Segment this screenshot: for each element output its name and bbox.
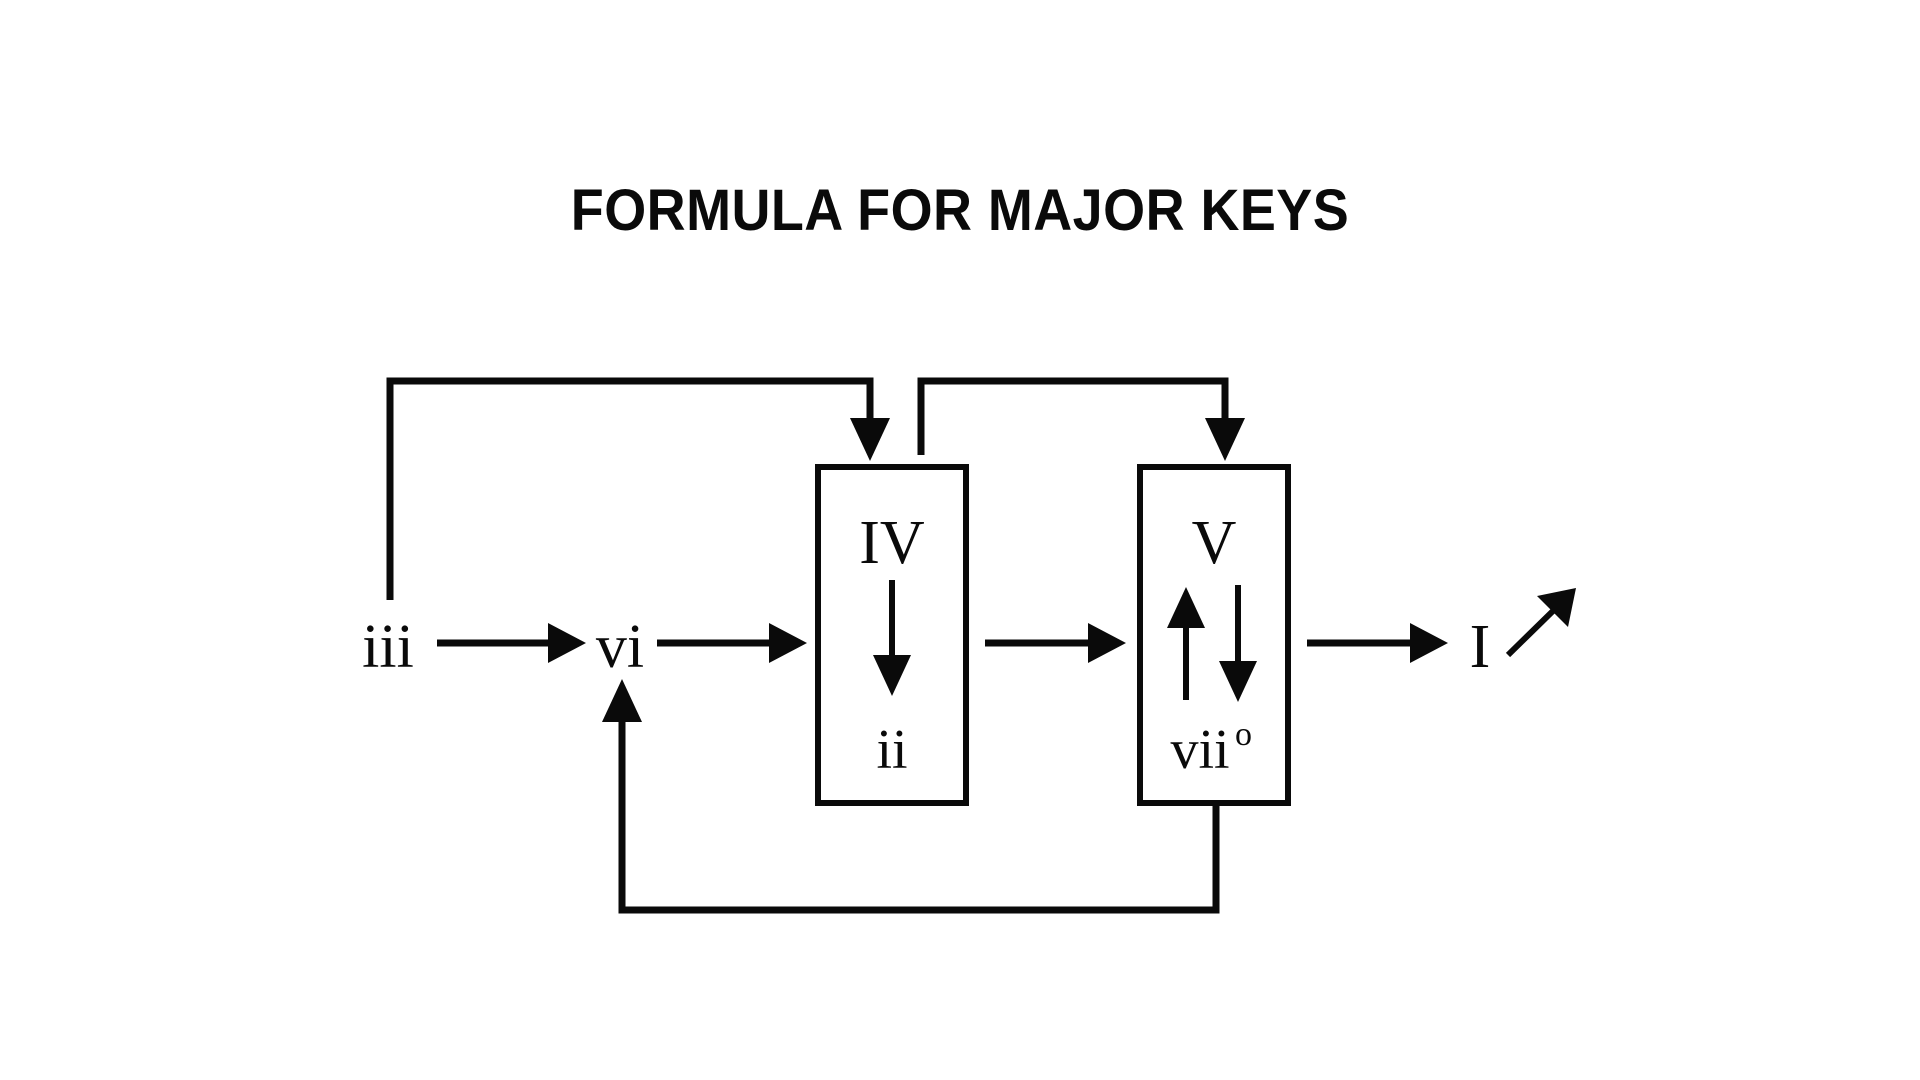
edge-iii-to-vi — [437, 623, 586, 663]
group-box-V-viio — [1137, 464, 1291, 806]
edge-V-to-vi-bracket — [602, 679, 1220, 914]
arrow-head-down-into-IV — [850, 418, 890, 461]
edge-IV-to-V-bracket — [917, 377, 1245, 461]
edge-IV-to-ii — [873, 580, 911, 696]
chord-label-ii: ii — [876, 719, 907, 781]
chord-label-viio: vii — [1170, 719, 1229, 781]
edge-iii-to-IV-bracket — [386, 377, 890, 600]
edge-V-to-viio — [1219, 585, 1257, 702]
diminished-symbol: o — [1235, 716, 1252, 753]
arrow-head-down-to-viio — [1219, 661, 1257, 702]
arrow-head-up-into-vi — [602, 679, 642, 722]
chord-label-I: I — [1470, 613, 1491, 681]
arrow-head-up-to-V — [1167, 587, 1205, 628]
arrow-head-right-into-I — [1410, 623, 1448, 663]
chord-label-vi: vi — [596, 613, 644, 681]
chord-label-IV: IV — [859, 509, 925, 577]
arrow-head-right-into-V-box — [1088, 623, 1126, 663]
edge-IV-box-to-V-box — [985, 623, 1126, 663]
resolution-arrow-icon — [1505, 588, 1576, 658]
arrow-head-right-into-IV-box — [769, 623, 807, 663]
edge-V-box-to-I — [1307, 623, 1448, 663]
arrow-head-down-into-V — [1205, 418, 1245, 461]
arrow-head-diagonal-up-right — [1537, 588, 1576, 627]
arrow-head-right-into-vi — [548, 623, 586, 663]
edge-vi-to-IV-box — [657, 623, 807, 663]
edge-viio-to-V — [1167, 587, 1205, 700]
chord-label-iii: iii — [362, 613, 414, 681]
chord-label-V: V — [1192, 509, 1237, 577]
arrow-head-down-to-ii — [873, 655, 911, 696]
page-title: FORMULA FOR MAJOR KEYS — [570, 178, 1350, 243]
